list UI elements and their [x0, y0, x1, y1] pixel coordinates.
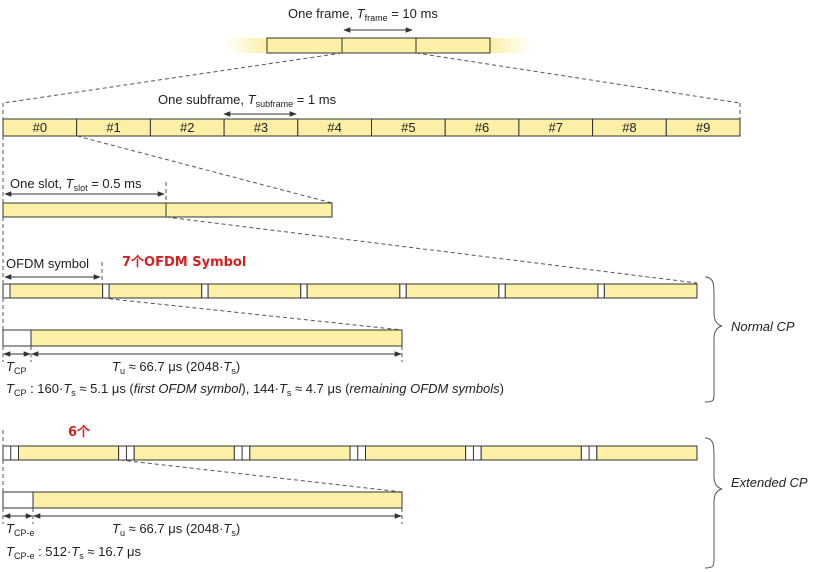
normal-ofdm-symbol	[306, 283, 401, 299]
subframe-cell-label: #2	[180, 120, 194, 135]
frame-cell-current	[341, 37, 417, 54]
normal-cp-detail-cp	[2, 329, 32, 347]
extended-ofdm-symbol	[365, 445, 467, 461]
normal-cp-detail-useful	[30, 329, 403, 347]
zoom-line-right-4	[101, 297, 403, 331]
subframe-cell-label: #4	[327, 120, 341, 135]
normal-cp-block	[201, 283, 209, 299]
normal-cp-block	[2, 283, 11, 299]
normal-ofdm-symbol	[207, 283, 302, 299]
subframe-label: One subframe, Tsubframe = 1 ms	[158, 92, 337, 109]
normal-cp-annotation: 7个OFDM Symbol	[122, 254, 246, 270]
subframe-cell-label: #9	[696, 120, 710, 135]
extended-ofdm-symbol	[249, 445, 351, 461]
frame-prev-fade	[225, 38, 267, 53]
extended-cp-symbol-row	[2, 445, 698, 461]
zoom-line-right-1	[415, 52, 741, 104]
tu-label: Tu ≈ 66.7 μs (2048·Ts)	[112, 359, 240, 376]
extended-cp-formula: TCP-e : 512·Ts ≈ 16.7 μs	[6, 544, 142, 561]
normal-cp-block	[498, 283, 506, 299]
extended-ofdm-symbol	[18, 445, 120, 461]
normal-cp-group-label: Normal CP	[731, 319, 795, 334]
normal-cp-block	[597, 283, 605, 299]
slot-cell-first	[2, 202, 167, 218]
normal-cp-block	[102, 283, 110, 299]
normal-ofdm-symbol	[603, 283, 698, 299]
frame-label: One frame, Tframe = 10 ms	[288, 6, 438, 23]
zoom-line-left-1	[2, 52, 343, 104]
subframe-cell-label: #7	[549, 120, 563, 135]
normal-cp-brace	[704, 276, 723, 403]
extended-cp-detail-cp	[2, 491, 34, 509]
slot-label: One slot, Tslot = 0.5 ms	[10, 176, 142, 193]
frame-cell-prev	[266, 37, 343, 54]
normal-ofdm-symbol	[405, 283, 500, 299]
ofdm-symbol-label: OFDM symbol	[6, 256, 89, 271]
extended-ofdm-symbol	[133, 445, 235, 461]
subframe-cell-label: #0	[33, 120, 47, 135]
extended-cp-detail-useful	[32, 491, 403, 509]
normal-ofdm-symbol	[9, 283, 104, 299]
normal-cp-block	[399, 283, 407, 299]
subframe-cell-label: #3	[254, 120, 268, 135]
zoom-line-right-2	[76, 135, 333, 204]
extended-cp-annotation: 6个	[68, 424, 91, 440]
normal-cp-formula: TCP : 160·Ts ≈ 5.1 μs (first OFDM symbol…	[6, 381, 504, 398]
subframe-cell-label: #6	[475, 120, 489, 135]
zoom-line-right-3	[165, 216, 698, 284]
subframe-cell-label: #8	[622, 120, 636, 135]
extended-cp-brace	[704, 437, 723, 569]
subframe-row: #0 #1 #2 #3 #4 #5 #6 #7 #8 #9	[2, 118, 741, 137]
subframe-cell	[665, 118, 741, 137]
normal-ofdm-symbol	[108, 283, 203, 299]
extended-cp-group-label: Extended CP	[731, 475, 808, 490]
tcpe-label: TCP-e	[6, 521, 34, 538]
extended-ofdm-symbol	[596, 445, 698, 461]
tu-ext-label: Tu ≈ 66.7 μs (2048·Ts)	[112, 521, 240, 538]
normal-cp-symbol-row	[2, 283, 698, 299]
normal-cp-block	[300, 283, 308, 299]
subframe-cell-label: #1	[106, 120, 120, 135]
tcp-label: TCP	[6, 359, 26, 376]
extended-ofdm-symbol	[480, 445, 582, 461]
normal-ofdm-symbol	[504, 283, 599, 299]
frame-next-fade	[490, 38, 532, 53]
slot-cell-second	[165, 202, 333, 218]
subframe-cell-label: #5	[401, 120, 415, 135]
frame-cell-next	[415, 37, 491, 54]
zoom-line-right-5	[119, 459, 403, 493]
